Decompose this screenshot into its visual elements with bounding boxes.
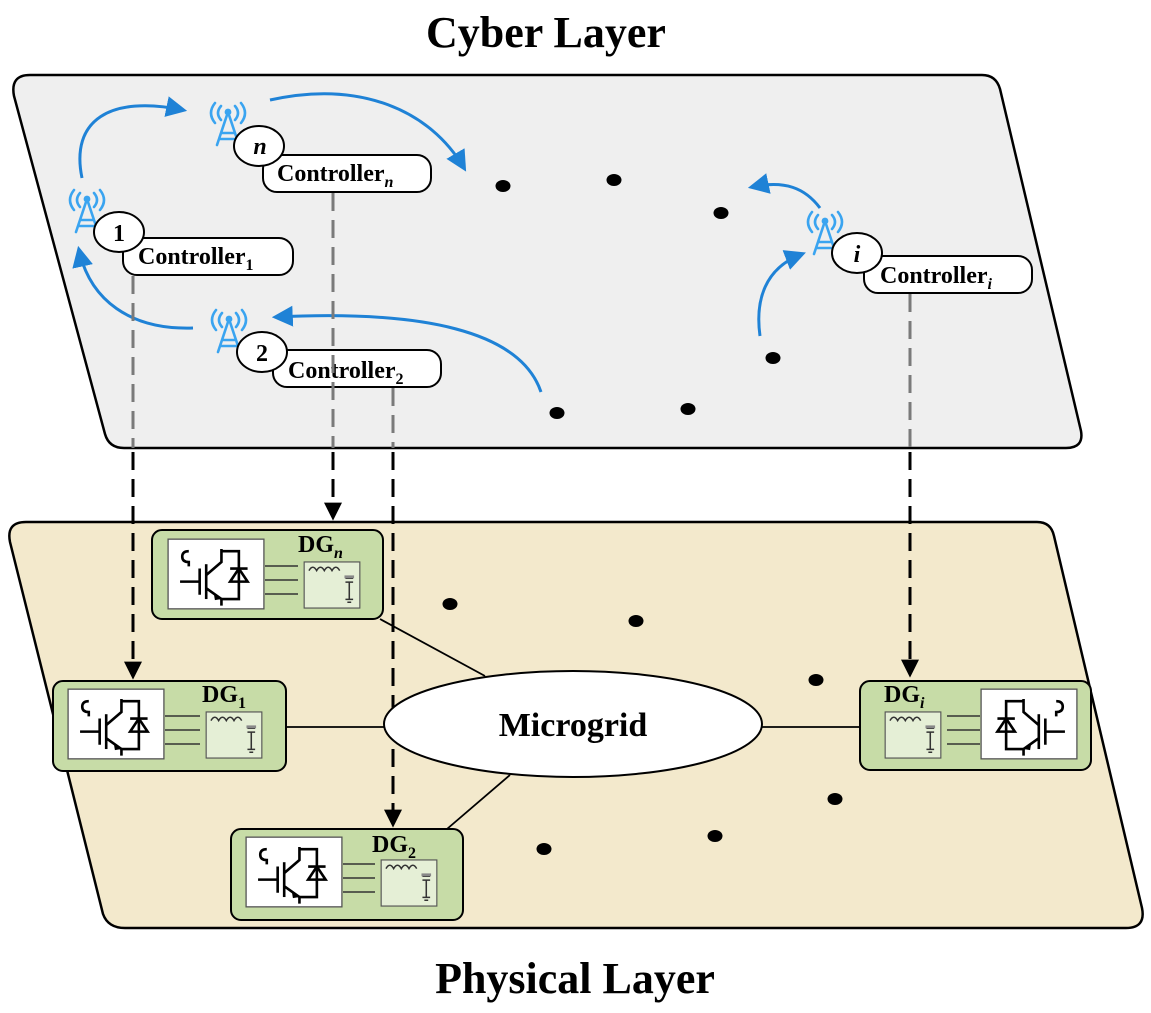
igbt-converter-icon — [67, 688, 165, 760]
controller-2-label: Controller2 — [288, 358, 404, 388]
cyber-communication-links — [72, 92, 822, 393]
controller-1[interactable]: 1 Controller1 — [68, 188, 294, 276]
lc-filter-icon — [303, 561, 361, 609]
dg-i[interactable]: DGi — [859, 680, 1092, 771]
dg-1[interactable]: DG1 — [52, 680, 287, 772]
dg-2[interactable]: DG2 — [230, 828, 464, 921]
controller-n[interactable]: n Controllern — [209, 101, 432, 193]
controller-n-node-label: n — [253, 134, 266, 160]
controller-1-node-label: 1 — [113, 221, 125, 247]
dg-2-label: DG2 — [372, 832, 416, 862]
dg-1-label: DG1 — [202, 682, 246, 712]
controller-n-box — [262, 154, 432, 193]
control-links — [124, 193, 919, 828]
cyber-ellipsis-dots — [495, 174, 781, 419]
dg-n[interactable]: DGn — [151, 529, 384, 620]
lc-filter-icon — [884, 711, 942, 759]
physical-ellipsis-dots — [442, 598, 843, 855]
controller-1-node — [93, 211, 145, 253]
controller-n-node — [233, 125, 285, 167]
link-n-to-dots — [269, 92, 467, 172]
controller-n-label: Controllern — [277, 161, 394, 191]
cyber-layer-title: Cyber Layer — [426, 8, 666, 57]
link-i-to-dots — [747, 173, 822, 209]
link-up-to-i — [757, 250, 806, 337]
controller-2-node-label: 2 — [256, 341, 268, 367]
controller-2[interactable]: 2 Controller2 — [210, 308, 442, 388]
microgrid-label: Microgrid — [499, 707, 648, 744]
igbt-converter-icon — [980, 688, 1078, 760]
controller-i-box — [863, 255, 1033, 294]
controller-i-node-label: i — [854, 242, 861, 268]
link-dots-to-2 — [271, 305, 543, 393]
microgrid-connections — [286, 618, 877, 836]
controller-i-label: Controlleri — [880, 263, 993, 293]
physical-layer-title: Physical Layer — [435, 954, 715, 1003]
controller-1-label: Controller1 — [138, 244, 254, 274]
dg-i-label: DGi — [884, 682, 925, 712]
igbt-converter-icon — [245, 836, 343, 908]
lc-filter-icon — [380, 859, 438, 907]
microgrid-ellipse — [383, 670, 763, 778]
igbt-converter-icon — [167, 538, 265, 610]
lc-filter-icon — [205, 711, 263, 759]
microgrid[interactable]: Microgrid — [383, 670, 763, 778]
controller-i-node — [831, 232, 883, 274]
dg-n-label: DGn — [298, 532, 343, 562]
controller-1-box — [122, 237, 294, 276]
controller-2-node — [236, 331, 288, 373]
link-2-to-1 — [72, 245, 194, 330]
controller-i[interactable]: i Controlleri — [806, 210, 1033, 294]
link-1-to-n — [78, 96, 188, 179]
